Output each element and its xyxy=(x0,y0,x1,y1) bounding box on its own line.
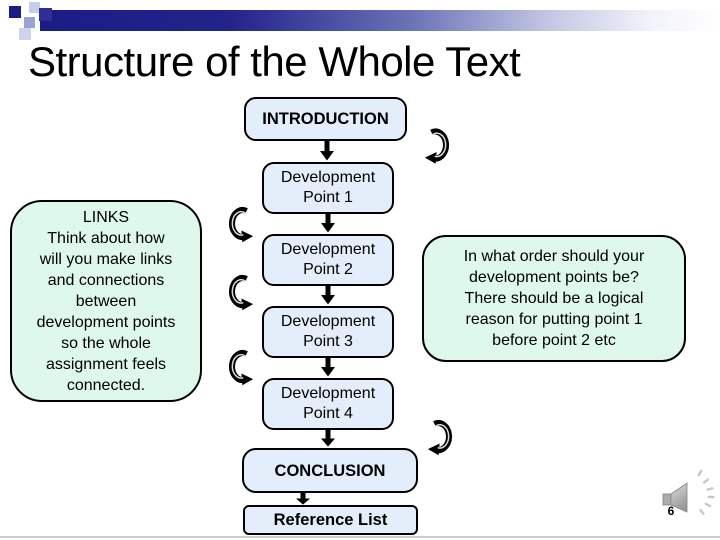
down-arrow-icon xyxy=(320,357,336,382)
down-arrow-icon xyxy=(320,213,336,238)
decor-square xyxy=(29,2,40,13)
down-arrow-icon xyxy=(320,430,336,452)
curved-arrow-icon xyxy=(226,347,254,392)
down-arrow-icon xyxy=(295,492,311,510)
slide-title: Structure of the Whole Text xyxy=(28,38,521,85)
page-number: 6 xyxy=(667,504,675,518)
flowchart-node-development-point-4: Development Point 4 xyxy=(262,378,394,430)
decor-square xyxy=(19,28,31,40)
speaker-icon[interactable] xyxy=(650,464,715,527)
decor-square xyxy=(24,17,35,28)
flowchart-node-development-point-3: Development Point 3 xyxy=(262,306,394,358)
title-banner xyxy=(40,10,720,31)
flowchart-node-development-point-1: Development Point 1 xyxy=(262,162,394,214)
order-note: In what order should your development po… xyxy=(422,235,686,362)
decor-square xyxy=(9,6,21,18)
slide-bottom-edge xyxy=(0,536,720,538)
links-note: LINKS Think about how will you make link… xyxy=(10,200,202,402)
down-arrow-icon xyxy=(320,285,336,310)
curved-arrow-icon xyxy=(424,123,452,173)
down-arrow-icon xyxy=(319,141,335,166)
curved-arrow-icon xyxy=(427,414,455,465)
flowchart-node-development-point-2: Development Point 2 xyxy=(262,234,394,286)
flowchart-node-introduction: INTRODUCTION xyxy=(244,97,407,141)
curved-arrow-icon xyxy=(226,204,254,249)
decor-square xyxy=(39,8,52,21)
curved-arrow-icon xyxy=(226,272,254,317)
flowchart-node-reference-list: Reference List xyxy=(243,505,418,535)
flowchart-node-conclusion: CONCLUSION xyxy=(242,448,418,493)
